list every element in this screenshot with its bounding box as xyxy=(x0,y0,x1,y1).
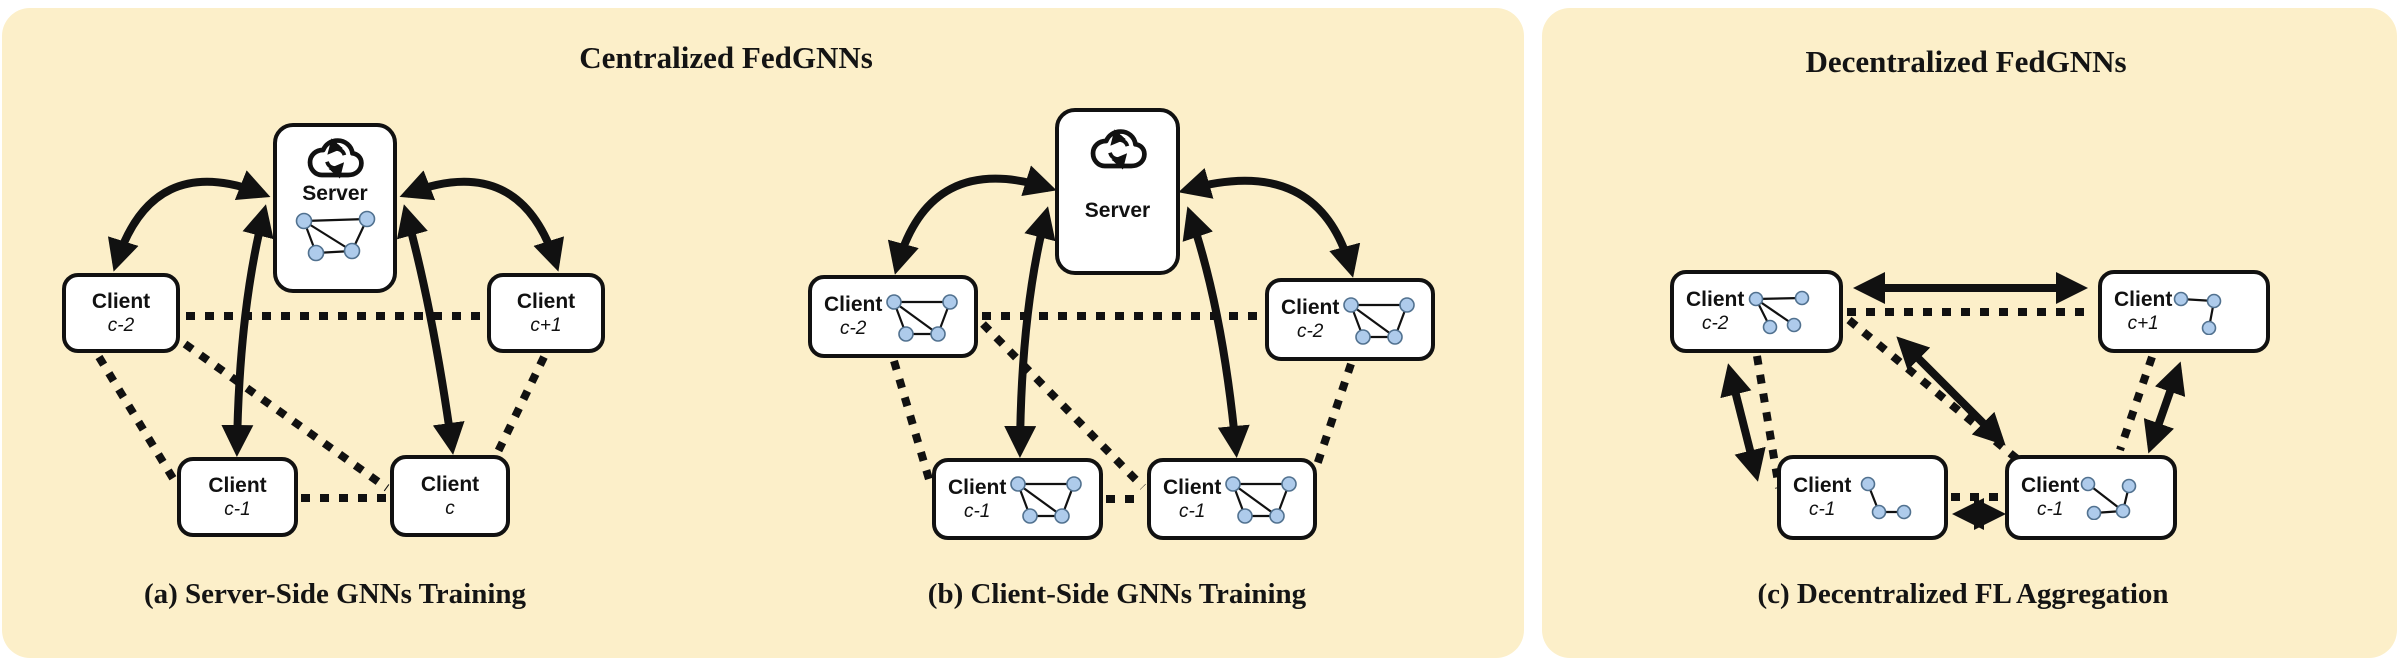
client-label: Client xyxy=(1281,296,1340,319)
server-box-b: Server xyxy=(1055,108,1180,275)
client-label: Client xyxy=(420,472,480,496)
client-label: Client xyxy=(91,289,151,313)
dotted-link xyxy=(1313,362,1355,467)
arrow-cp1-c1right xyxy=(2143,361,2186,454)
client-box-a-cp1: Client c+1 xyxy=(487,273,605,353)
client-id: c-1 xyxy=(1178,500,1206,522)
graph-icon xyxy=(1749,290,1810,334)
client-id: c-2 xyxy=(1701,313,1729,334)
client-box-a-c: Client c xyxy=(390,455,510,537)
client-text: Client c-2 xyxy=(1686,287,1744,336)
client-id: c+1 xyxy=(2127,313,2159,334)
client-label: Client xyxy=(1793,474,1852,497)
graph-icon xyxy=(2174,291,2222,335)
client-text: Client c-2 xyxy=(824,292,882,341)
client-id: c-2 xyxy=(1296,321,1324,342)
client-box-b-c2-right: Client c-2 xyxy=(1265,278,1435,361)
client-label: Client xyxy=(516,289,576,313)
dotted-link xyxy=(489,355,548,464)
graph-icon xyxy=(1225,476,1298,524)
arrow-server-c1-right xyxy=(1182,206,1250,458)
arrow-server-c1 xyxy=(221,204,274,457)
decentralized-title: Decentralized FedGNNs xyxy=(1805,44,2127,79)
server-box-a: Server xyxy=(273,123,397,293)
graph-icon xyxy=(886,293,959,342)
arrows-c xyxy=(1720,272,2186,530)
client-box-c-c1-left: Client c-1 xyxy=(1777,455,1948,540)
client-id: c-2 xyxy=(839,318,867,339)
client-label: Client xyxy=(2021,474,2080,497)
client-text: Client c-2 xyxy=(1281,295,1339,344)
client-label: Client xyxy=(208,473,267,497)
arrow-server-c2-right xyxy=(1178,168,1361,278)
client-text: Client c-1 xyxy=(1163,475,1221,524)
graph-icon xyxy=(295,210,376,262)
arrow-server-c2-left xyxy=(887,165,1057,275)
centralized-title: Centralized FedGNNs xyxy=(579,40,873,75)
client-box-c-cp1: Client c+1 xyxy=(2098,270,2270,353)
client-label: Client xyxy=(1686,288,1745,311)
client-label: Client xyxy=(824,293,883,316)
arrow-c2-c1right xyxy=(1896,336,2006,446)
graph-icon xyxy=(2081,476,2137,520)
client-box-b-c1-right: Client c-1 xyxy=(1147,458,1317,540)
arrow-c2-c1left xyxy=(1720,363,1766,482)
client-id: c-1 xyxy=(963,500,991,522)
client-id: c-2 xyxy=(107,314,135,336)
client-text: Client c+1 xyxy=(2114,287,2172,336)
dotted-link xyxy=(890,359,935,488)
dotted-link xyxy=(2116,355,2156,452)
client-id: c+1 xyxy=(530,314,562,336)
client-id: c-1 xyxy=(2036,499,2064,520)
server-label: Server xyxy=(302,182,368,205)
graph-icon xyxy=(1010,476,1083,524)
cloud-sync-icon xyxy=(1090,129,1147,170)
client-box-a-c2: Client c-2 xyxy=(62,273,180,353)
arrows-a xyxy=(107,170,565,457)
dotted-link xyxy=(95,354,178,483)
caption-a: (a) Server-Side GNNs Training xyxy=(143,578,527,610)
graph-icon xyxy=(1343,296,1416,345)
dotted-link xyxy=(1753,355,1783,489)
client-box-c-c1-right: Client c-1 xyxy=(2005,455,2177,540)
client-text: Client c-1 xyxy=(1793,473,1851,522)
arrow-server-c1-left xyxy=(1004,206,1056,458)
client-label: Client xyxy=(1163,475,1222,499)
client-box-a-c1: Client c-1 xyxy=(177,457,298,537)
arrow-server-c2 xyxy=(107,170,271,272)
client-label: Client xyxy=(948,475,1007,499)
client-text: Client c-1 xyxy=(2021,473,2079,522)
caption-c: (c) Decentralized FL Aggregation xyxy=(1757,578,2169,610)
client-box-c-c2: Client c-2 xyxy=(1670,270,1843,353)
dotted-link xyxy=(182,340,390,492)
caption-b: (b) Client-Side GNNs Training xyxy=(927,578,1307,610)
cloud-sync-icon xyxy=(307,138,364,179)
arrow-server-c xyxy=(396,204,465,455)
server-label: Server xyxy=(1084,199,1151,222)
graph-icon xyxy=(1861,476,1912,519)
arrow-server-cp1 xyxy=(399,170,565,272)
arrows-b xyxy=(887,165,1361,458)
client-label: Client xyxy=(2114,288,2173,311)
client-id: c-1 xyxy=(224,498,251,520)
client-box-b-c1-left: Client c-1 xyxy=(932,458,1103,540)
client-id: c-1 xyxy=(1808,499,1836,520)
client-text: Client c-1 xyxy=(948,475,1006,524)
client-box-b-c2-left: Client c-2 xyxy=(808,275,978,358)
client-id: c xyxy=(445,497,455,519)
